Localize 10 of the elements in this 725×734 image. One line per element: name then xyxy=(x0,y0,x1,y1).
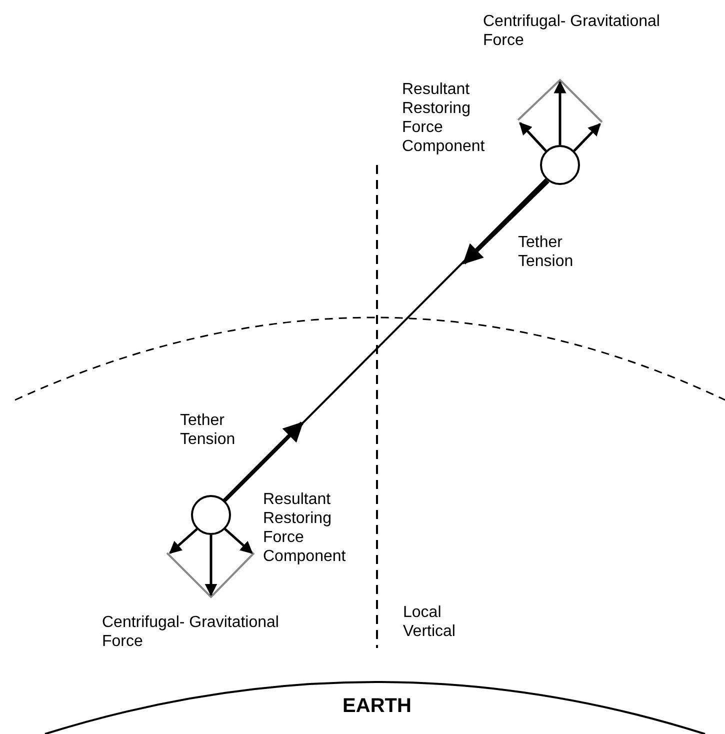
force-label: Centrifugal- Gravitational Force xyxy=(483,12,661,50)
force-label: Resultant Restoring Force Component xyxy=(263,490,347,566)
force-label: Tether Tension xyxy=(180,411,236,449)
force-label: Centrifugal- Gravitational Force xyxy=(102,613,280,651)
end-mass-circle xyxy=(540,145,580,185)
force-label: Tether Tension xyxy=(518,233,574,271)
end-mass-circle xyxy=(191,495,231,535)
planet-label: EARTH xyxy=(342,697,412,716)
force-label: Resultant Restoring Force Component xyxy=(402,80,486,156)
axis-label: Local Vertical xyxy=(403,603,456,641)
